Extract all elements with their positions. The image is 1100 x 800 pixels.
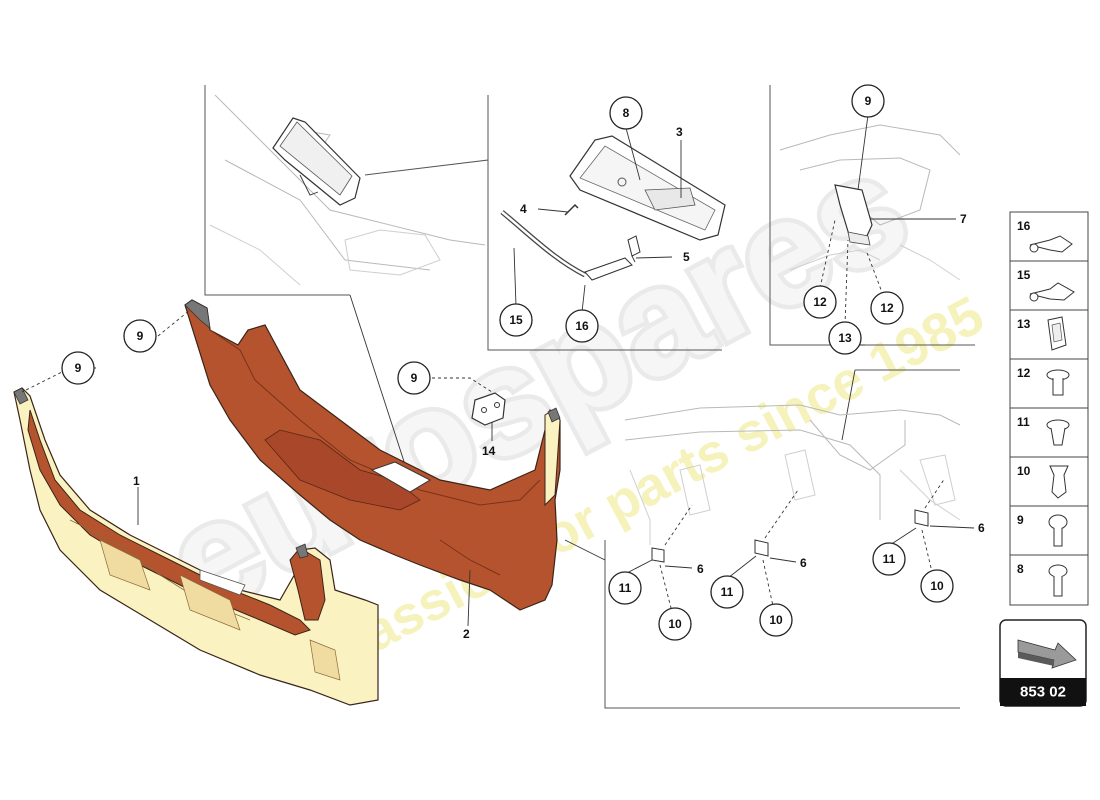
label-part-6b: 6 bbox=[800, 556, 807, 570]
rivet-11-icon bbox=[1046, 419, 1070, 446]
label-part-5: 5 bbox=[683, 250, 690, 264]
legend-label-12: 12 bbox=[1017, 366, 1031, 380]
svg-text:13: 13 bbox=[838, 331, 852, 345]
svg-text:10: 10 bbox=[769, 613, 783, 627]
callout-8: 8 bbox=[609, 96, 643, 130]
svg-text:10: 10 bbox=[668, 617, 682, 631]
svg-text:11: 11 bbox=[883, 552, 896, 566]
svg-text:16: 16 bbox=[575, 319, 589, 333]
clip-16-icon bbox=[1029, 235, 1073, 253]
screw-8-icon bbox=[1048, 564, 1068, 597]
callout-11c: 11 bbox=[872, 542, 906, 576]
legend-label-15: 15 bbox=[1017, 268, 1031, 282]
svg-text:11: 11 bbox=[619, 581, 632, 595]
callout-12a: 12 bbox=[803, 285, 837, 319]
label-part-6a: 6 bbox=[697, 562, 704, 576]
callout-11b: 11 bbox=[710, 575, 744, 609]
svg-text:10: 10 bbox=[930, 579, 944, 593]
legend-row-8: 8 bbox=[1017, 562, 1068, 597]
legend-label-8: 8 bbox=[1017, 562, 1024, 576]
svg-text:9: 9 bbox=[75, 361, 82, 375]
legend-row-13: 13 bbox=[1017, 316, 1067, 351]
trim-panel-rear bbox=[184, 299, 561, 611]
diagram-number: 853 02 bbox=[1020, 684, 1066, 701]
legend-label-9: 9 bbox=[1017, 513, 1024, 527]
legend-label-16: 16 bbox=[1017, 219, 1031, 233]
callout-11a: 11 bbox=[608, 571, 642, 605]
clip-nut-13-icon bbox=[1047, 316, 1067, 351]
pocket-part bbox=[272, 117, 361, 206]
svg-text:15: 15 bbox=[509, 313, 523, 327]
callout-13: 13 bbox=[828, 321, 862, 355]
clip-15-icon bbox=[1029, 282, 1075, 302]
callout-9-bracket: 9 bbox=[397, 361, 431, 395]
callout-15: 15 bbox=[499, 303, 533, 337]
legend-row-15: 15 bbox=[1017, 268, 1075, 302]
svg-text:9: 9 bbox=[865, 94, 872, 108]
detail-frame-lower bbox=[564, 369, 961, 709]
detail-frame-bracket bbox=[769, 85, 975, 346]
svg-text:9: 9 bbox=[411, 371, 418, 385]
callout-9-detail: 9 bbox=[851, 84, 885, 118]
legend-label-11: 11 bbox=[1017, 415, 1030, 429]
legend-row-16: 16 bbox=[1017, 219, 1073, 253]
handle-part bbox=[569, 135, 726, 241]
label-part-14: 14 bbox=[482, 444, 496, 458]
callout-9-left: 9 bbox=[61, 351, 95, 385]
detail-frame-pocket bbox=[204, 85, 489, 481]
trim-panel-front bbox=[13, 387, 379, 706]
svg-text:8: 8 bbox=[623, 106, 630, 120]
legend-row-11: 11 bbox=[1017, 415, 1070, 446]
bracket-detail-part bbox=[834, 184, 873, 246]
expansion-nut-10-icon bbox=[1049, 465, 1069, 499]
legend-row-10: 10 bbox=[1017, 464, 1069, 499]
legend-row-9: 9 bbox=[1017, 513, 1068, 547]
clip-parts bbox=[651, 509, 929, 563]
fastener-legend: 16 15 13 12 bbox=[1009, 211, 1089, 606]
label-part-7: 7 bbox=[960, 212, 967, 226]
legend-label-13: 13 bbox=[1017, 317, 1031, 331]
svg-text:12: 12 bbox=[880, 301, 894, 315]
diagram-number-badge: 853 02 bbox=[999, 619, 1087, 707]
bracket-part-14 bbox=[471, 392, 506, 426]
svg-text:12: 12 bbox=[813, 295, 827, 309]
callout-9-mid: 9 bbox=[123, 319, 157, 353]
callout-16: 16 bbox=[565, 309, 599, 343]
svg-text:9: 9 bbox=[137, 329, 144, 343]
label-part-3: 3 bbox=[676, 125, 683, 139]
rivet-12-icon bbox=[1046, 369, 1070, 396]
callout-12b: 12 bbox=[870, 291, 904, 325]
leader-lines bbox=[21, 114, 975, 627]
svg-text:11: 11 bbox=[721, 585, 734, 599]
label-part-4: 4 bbox=[520, 202, 527, 216]
label-part-1: 1 bbox=[133, 474, 140, 488]
screw-9-icon bbox=[1048, 514, 1068, 547]
arrow-icon bbox=[1017, 639, 1077, 669]
callout-10a: 10 bbox=[658, 607, 692, 641]
label-part-6c: 6 bbox=[978, 521, 985, 535]
callout-10b: 10 bbox=[759, 603, 793, 637]
detail-frame-handle bbox=[487, 135, 726, 351]
legend-row-12: 12 bbox=[1017, 366, 1070, 396]
label-part-2: 2 bbox=[463, 627, 470, 641]
cable-part bbox=[500, 210, 641, 281]
legend-label-10: 10 bbox=[1017, 464, 1031, 478]
callout-10c: 10 bbox=[920, 569, 954, 603]
